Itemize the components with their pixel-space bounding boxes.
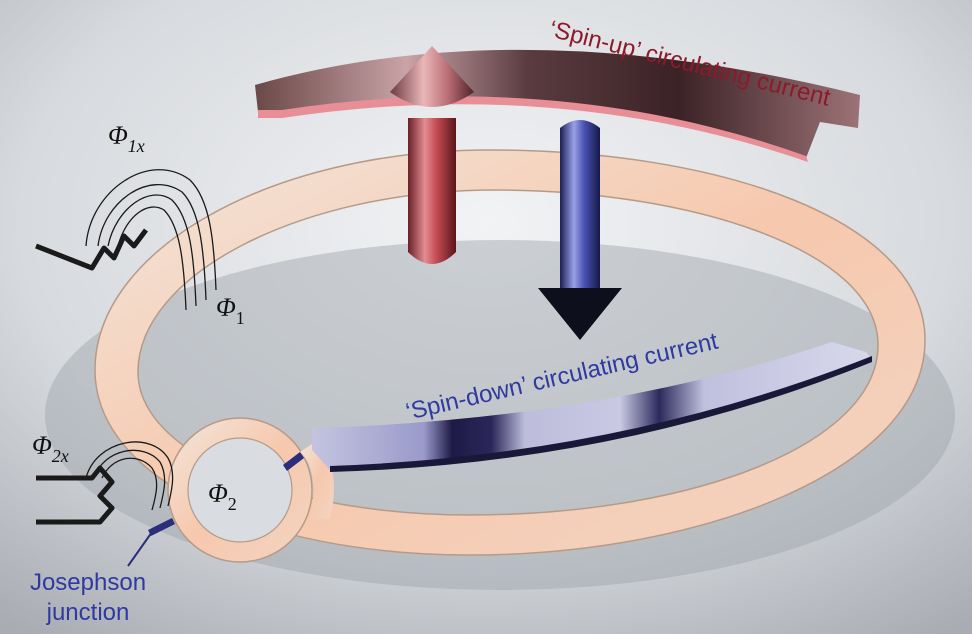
junction-pointer — [127, 531, 153, 567]
phi-2x-label: Φ2x — [32, 431, 69, 466]
spin-down-arrow-head — [538, 288, 622, 340]
flux-lines-1 — [85, 169, 217, 311]
josephson-junction-2 — [148, 518, 175, 536]
spin-up-arrow-head — [390, 46, 474, 107]
spin-up-arrow-shaft — [408, 118, 456, 264]
flux-lines-2 — [85, 441, 174, 511]
phi-1-label: Φ1 — [216, 293, 245, 328]
josephson-junction-1 — [283, 452, 304, 471]
small-loop-hole — [187, 437, 293, 543]
josephson-label-line1: Josephson — [30, 569, 146, 596]
outer-superconducting-ring — [94, 149, 926, 556]
spin-up-band-edge — [258, 96, 808, 162]
josephson-label-line2: junction — [46, 599, 130, 626]
phi-1x-label: Φ1x — [108, 121, 145, 156]
flux-coil-2 — [36, 465, 115, 525]
phi-2-label: Φ2 — [208, 479, 237, 514]
spin-down-arrow-shaft — [560, 120, 600, 292]
flux-coil-1 — [35, 228, 148, 271]
spin-down-band — [312, 342, 872, 470]
